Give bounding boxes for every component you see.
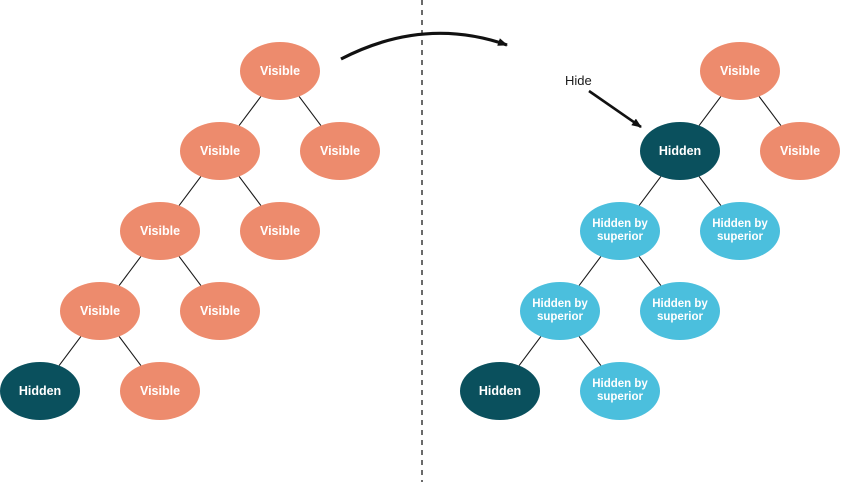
tree-node-label: Visible: [139, 224, 181, 238]
tree-edge: [118, 256, 142, 286]
tree-edge: [178, 176, 202, 206]
tree-node-hidden[interactable]: Hidden: [0, 362, 80, 420]
tree-node-hidden[interactable]: Hidden: [640, 122, 720, 180]
tree-node-label: Visible: [139, 384, 181, 398]
tree-node-label: Hidden: [658, 144, 702, 158]
tree-edge: [638, 256, 662, 286]
tree-node-label: Hidden: [18, 384, 62, 398]
tree-node-label: Hidden by superior: [592, 218, 648, 243]
tree-edge: [578, 256, 602, 286]
tree-edge: [638, 176, 662, 206]
tree-edge: [118, 336, 142, 366]
transition-arrow: [340, 31, 508, 61]
tree-node-label: Visible: [199, 304, 241, 318]
tree-edge: [178, 256, 202, 286]
tree-node-label: Visible: [779, 144, 821, 158]
tree-node-visible[interactable]: Visible: [700, 42, 780, 100]
tree-edge: [698, 176, 722, 206]
tree-node-visible[interactable]: Visible: [240, 42, 320, 100]
tree-node-visible[interactable]: Visible: [60, 282, 140, 340]
tree-edge: [518, 336, 542, 366]
hide-annotation-label: Hide: [565, 73, 592, 88]
tree-edge: [58, 336, 82, 366]
tree-node-hidden-by-superior[interactable]: Hidden by superior: [580, 202, 660, 260]
tree-node-hidden-by-superior[interactable]: Hidden by superior: [520, 282, 600, 340]
tree-node-visible[interactable]: Visible: [120, 202, 200, 260]
hide-arrow: [588, 89, 642, 129]
tree-edge: [238, 176, 262, 206]
tree-edges: [58, 96, 782, 366]
tree-node-label: Hidden by superior: [592, 378, 648, 403]
tree-node-label: Hidden by superior: [532, 298, 588, 323]
tree-node-label: Visible: [719, 64, 761, 78]
tree-node-label: Visible: [259, 224, 301, 238]
tree-node-visible[interactable]: Visible: [180, 122, 260, 180]
tree-node-hidden-by-superior[interactable]: Hidden by superior: [700, 202, 780, 260]
tree-node-visible[interactable]: Visible: [300, 122, 380, 180]
tree-edge: [698, 96, 722, 126]
tree-edge: [238, 96, 262, 126]
tree-edge: [758, 96, 782, 126]
tree-edge: [298, 96, 322, 126]
tree-node-label: Visible: [319, 144, 361, 158]
tree-node-visible[interactable]: Visible: [180, 282, 260, 340]
tree-node-label: Visible: [199, 144, 241, 158]
tree-node-hidden[interactable]: Hidden: [460, 362, 540, 420]
tree-node-label: Hidden: [478, 384, 522, 398]
tree-edge: [578, 336, 602, 366]
tree-node-label: Visible: [79, 304, 121, 318]
tree-node-hidden-by-superior[interactable]: Hidden by superior: [640, 282, 720, 340]
tree-node-visible[interactable]: Visible: [120, 362, 200, 420]
tree-node-label: Hidden by superior: [712, 218, 768, 243]
tree-node-hidden-by-superior[interactable]: Hidden by superior: [580, 362, 660, 420]
tree-node-visible[interactable]: Visible: [760, 122, 840, 180]
tree-node-label: Visible: [259, 64, 301, 78]
tree-node-visible[interactable]: Visible: [240, 202, 320, 260]
tree-node-label: Hidden by superior: [652, 298, 708, 323]
